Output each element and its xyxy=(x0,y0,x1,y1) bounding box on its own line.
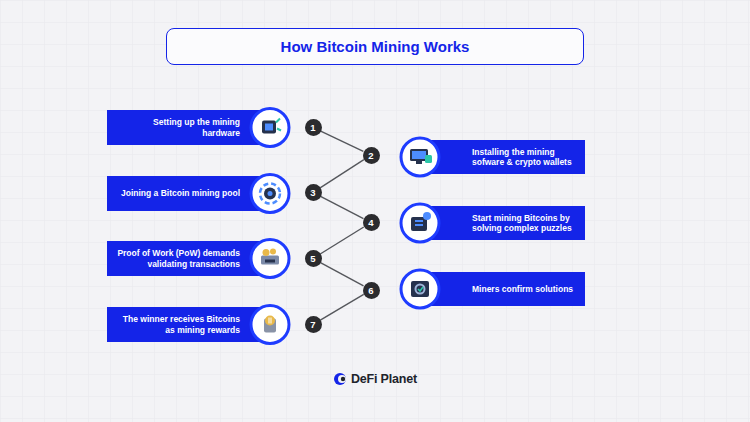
step-number-circle: 5 xyxy=(305,250,322,267)
step-number-circle: 6 xyxy=(363,282,380,299)
validation-icon xyxy=(251,240,289,278)
step-text: Miners confirm solutions xyxy=(472,284,573,294)
step-box: Miners confirm solutions xyxy=(420,272,585,306)
circle-shape xyxy=(363,214,380,231)
step-number-circle: 4 xyxy=(363,214,380,231)
step-number: 6 xyxy=(363,282,380,299)
step-box: Setting up the mining hardware xyxy=(107,110,268,145)
title-box: How Bitcoin Mining Works xyxy=(166,28,584,65)
step-number: 4 xyxy=(363,214,380,231)
circle-shape xyxy=(305,250,322,267)
logo-mark xyxy=(334,373,346,385)
step-number-circle: 3 xyxy=(305,184,322,201)
circle-shape xyxy=(305,184,322,201)
step-number-circle: 7 xyxy=(305,316,322,333)
reward-icon xyxy=(251,306,289,344)
step-box: The winner receives Bitcoins as mining r… xyxy=(107,307,268,342)
confirm-icon xyxy=(401,270,439,308)
step-number: 1 xyxy=(305,119,322,136)
step-text: Start mining Bitcoins by solving complex… xyxy=(472,213,577,233)
mining-icon xyxy=(401,204,439,242)
step-text: Installing the mining sofware & crypto w… xyxy=(472,147,577,167)
step-number: 2 xyxy=(363,147,380,164)
step-text: Joining a Bitcoin mining pool xyxy=(121,188,240,198)
step-number: 7 xyxy=(305,316,322,333)
circle-shape xyxy=(363,147,380,164)
step-text: The winner receives Bitcoins as mining r… xyxy=(117,314,240,334)
step-box: Joining a Bitcoin mining pool xyxy=(107,176,268,211)
software-icon xyxy=(401,138,439,176)
step-text: Setting up the mining hardware xyxy=(117,117,240,137)
step-box: Installing the mining sofware & crypto w… xyxy=(420,140,585,174)
step-number: 3 xyxy=(305,184,322,201)
step-number-circle: 1 xyxy=(305,119,322,136)
step-box: Start mining Bitcoins by solving complex… xyxy=(420,206,585,240)
connector-line xyxy=(320,294,363,320)
circle-shape xyxy=(305,119,322,136)
step-box: Proof of Work (PoW) demands validating t… xyxy=(107,241,268,276)
hardware-icon xyxy=(251,109,289,147)
diagram-title: How Bitcoin Mining Works xyxy=(281,38,470,55)
connector-line xyxy=(320,227,364,254)
brand-label: DeFi Planet xyxy=(351,372,417,386)
connector-line xyxy=(320,160,364,188)
pool-icon xyxy=(251,175,289,213)
step-text: Proof of Work (PoW) demands validating t… xyxy=(117,248,240,268)
circle-shape xyxy=(363,282,380,299)
connector-line xyxy=(321,131,364,151)
step-number: 5 xyxy=(305,250,322,267)
step-number-circle: 2 xyxy=(363,147,380,164)
connector-line xyxy=(320,263,363,286)
circle-shape xyxy=(305,316,322,333)
connector-line xyxy=(321,196,364,218)
